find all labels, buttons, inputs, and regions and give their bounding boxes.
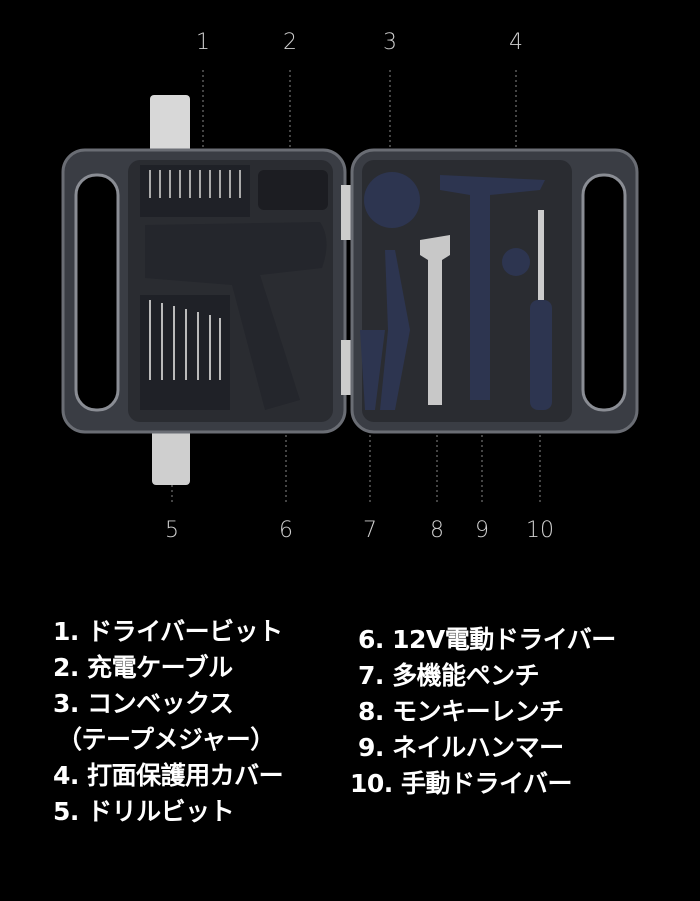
callout-3: 3 <box>383 30 397 55</box>
top-latch <box>150 95 190 155</box>
monkey-wrench <box>420 235 450 405</box>
hand-driver-shaft <box>538 210 544 300</box>
callout-9: 9 <box>475 518 489 543</box>
callout-2: 2 <box>283 30 297 55</box>
legend-item: 10. 手動ドライバー <box>350 769 572 798</box>
callout-6: 6 <box>279 518 293 543</box>
callout-5: 5 <box>165 518 179 543</box>
legend-item: 2. 充電ケーブル <box>53 653 233 682</box>
legend-left: 1. ドライバービット 2. 充電ケーブル 3. コンベックス （テープメジャー… <box>53 614 284 830</box>
legend-item: 4. 打面保護用カバー <box>53 761 284 790</box>
case-right-half <box>350 148 639 434</box>
callout-4: 4 <box>509 30 523 55</box>
legend-item: 5. ドリルビット <box>53 797 235 826</box>
tape-measure <box>364 172 420 228</box>
callout-8: 8 <box>430 518 444 543</box>
case-left-half <box>61 148 347 434</box>
legend-item: 7. 多機能ペンチ <box>358 661 540 690</box>
pliers <box>380 250 410 410</box>
callout-7: 7 <box>363 518 377 543</box>
legend-item: 3. コンベックス <box>53 689 234 718</box>
hand-driver-handle <box>530 300 552 410</box>
legend-item: 8. モンキーレンチ <box>358 697 564 726</box>
driver-bits <box>140 165 250 217</box>
charging-cable <box>258 170 328 210</box>
callout-1: 1 <box>196 30 210 55</box>
legend-right: 6. 12V電動ドライバー 7. 多機能ペンチ 8. モンキーレンチ 9. ネイ… <box>350 622 616 802</box>
protective-cover <box>502 248 530 276</box>
electric-driver <box>145 222 327 410</box>
toolkit-diagram <box>61 70 639 505</box>
legend-item: 6. 12V電動ドライバー <box>358 625 616 654</box>
callout-10: 10 <box>526 518 554 543</box>
legend-item: （テープメジャー） <box>57 725 275 754</box>
legend-item: 1. ドライバービット <box>53 617 283 646</box>
bottom-latch <box>152 425 190 485</box>
legend-item: 9. ネイルハンマー <box>358 733 564 762</box>
